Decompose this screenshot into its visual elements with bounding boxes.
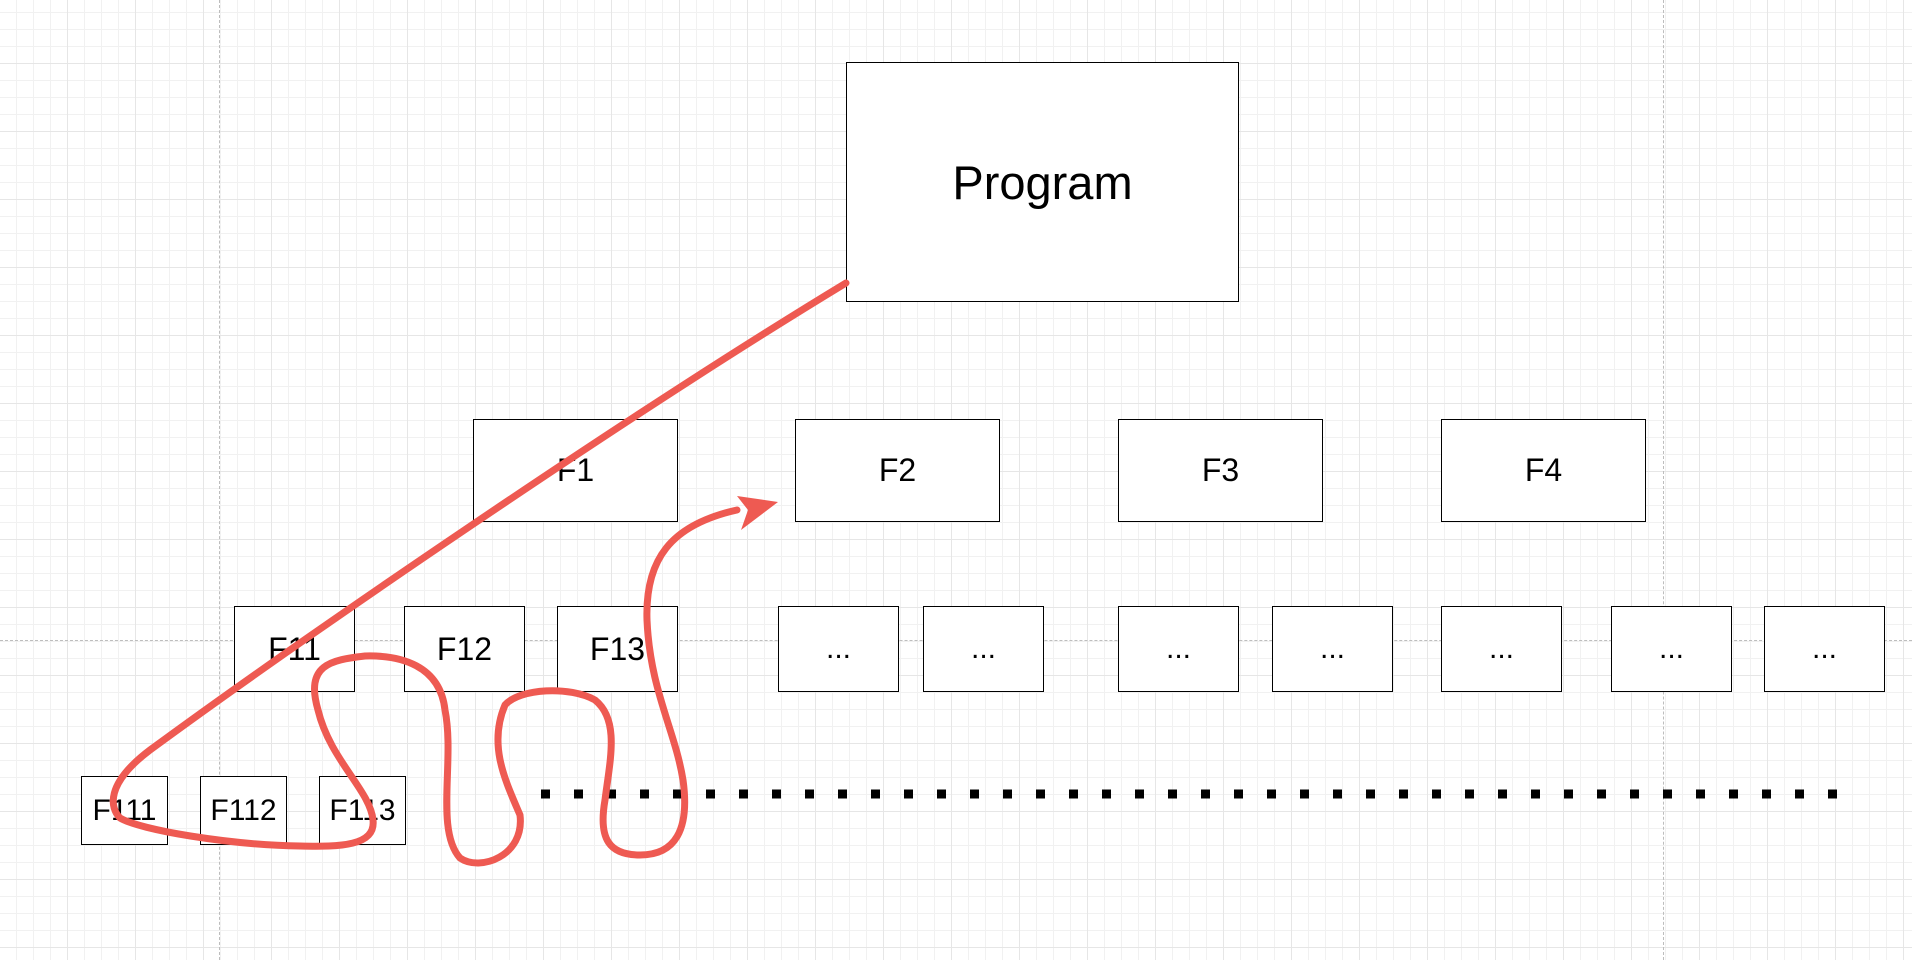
f3-node-label: F3 [1201,452,1240,488]
f12-node-label: F12 [436,630,493,667]
f11-node-label: F11 [268,630,321,667]
ellipsis-node-1[interactable]: ... [778,606,899,692]
f111-node[interactable]: F111 [81,776,168,845]
f4-node-label: F4 [1524,452,1563,488]
program-node-label: Program [952,155,1133,209]
ellipsis-node-3[interactable]: ... [1118,606,1239,692]
ellipsis-node-7[interactable]: ... [1764,606,1885,692]
f2-node-label: F2 [878,452,917,488]
f13-node-label: F13 [589,630,646,667]
f11-node[interactable]: F11 [234,606,355,692]
ellipsis-node-label: ... [825,632,851,665]
f12-node[interactable]: F12 [404,606,525,692]
f2-node[interactable]: F2 [795,419,1000,522]
ellipsis-node-label: ... [1811,632,1837,665]
arrowhead-icon [737,496,778,530]
program-node[interactable]: Program [846,62,1239,302]
f1-node[interactable]: F1 [473,419,678,522]
f3-node[interactable]: F3 [1118,419,1323,522]
ellipsis-node-label: ... [1165,632,1191,665]
f1-node-label: F1 [556,452,595,488]
ellipsis-node-2[interactable]: ... [923,606,1044,692]
ellipsis-node-label: ... [970,632,996,665]
f113-node[interactable]: F113 [319,776,406,845]
f112-node-label: F112 [210,793,277,827]
ellipsis-node-label: ... [1319,632,1345,665]
ellipsis-node-5[interactable]: ... [1441,606,1562,692]
ellipsis-node-4[interactable]: ... [1272,606,1393,692]
f13-node[interactable]: F13 [557,606,678,692]
f112-node[interactable]: F112 [200,776,287,845]
ellipsis-node-label: ... [1488,632,1514,665]
ellipsis-node-label: ... [1658,632,1684,665]
guide-line-vertical-right [1663,0,1664,960]
f113-node-label: F113 [329,793,396,827]
f111-node-label: F111 [92,793,157,827]
ellipsis-node-6[interactable]: ... [1611,606,1732,692]
f4-node[interactable]: F4 [1441,419,1646,522]
